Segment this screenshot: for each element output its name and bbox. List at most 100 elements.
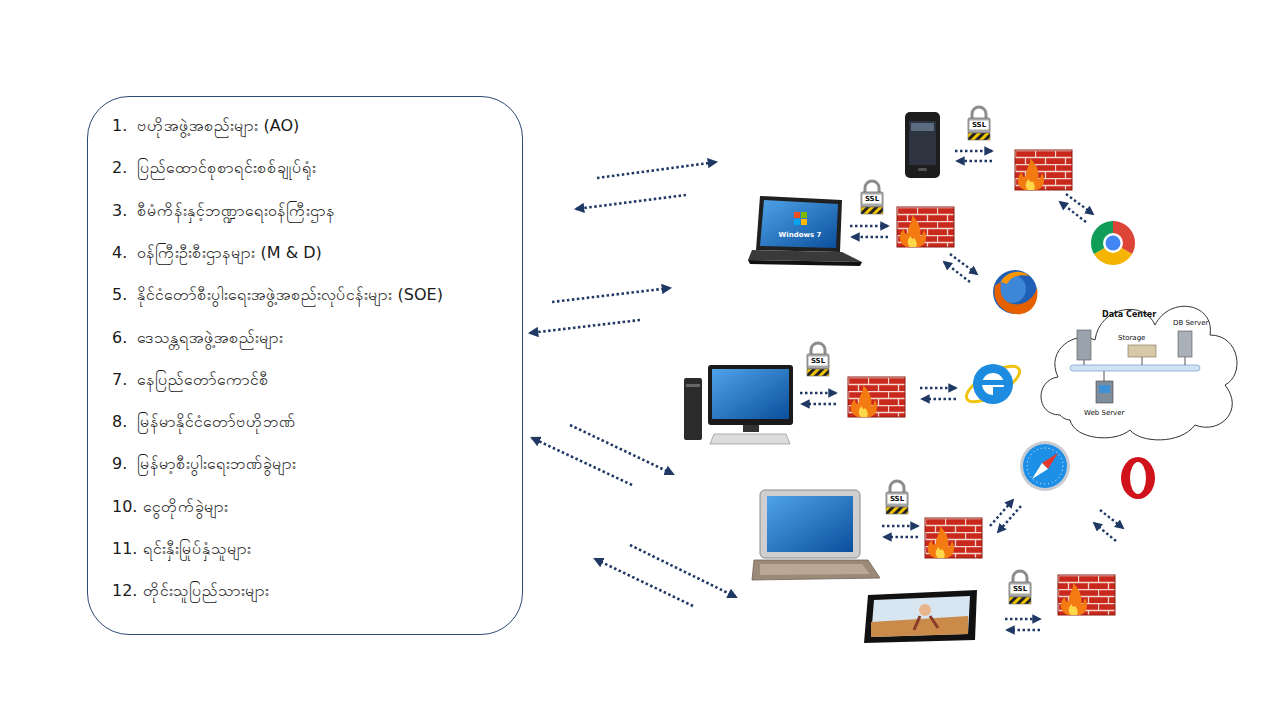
desktop-computer: [708, 365, 793, 425]
desktop-computer: [712, 369, 789, 419]
component-label: Web Server: [1084, 409, 1124, 419]
cloud-outline: [1142, 357, 1143, 365]
list-item: 11. ရင်းနှီးမြုပ်နှံသူများ: [112, 538, 251, 560]
flow-arrow: [530, 162, 736, 606]
flow-arrow: [570, 425, 673, 474]
surface-tablet: [914, 616, 938, 630]
link-arrow: [944, 262, 970, 282]
data-center-cloud: Data CenterStorageDB ServerWeb Server: [1030, 285, 1242, 443]
smartphone: [905, 112, 940, 178]
desktop-computer: [684, 365, 793, 444]
list-item: 10. ငွေတိုက်ခွဲများ: [112, 496, 228, 518]
opera-icon: [1121, 457, 1155, 499]
desktop-computer: [686, 384, 700, 387]
link-arrow: [1005, 618, 1040, 620]
firewall-icon: [925, 518, 982, 558]
link-arrow: [802, 403, 836, 405]
ssl-text: SSL: [811, 358, 825, 365]
opera-icon: [1121, 457, 1155, 499]
cloud-outline: [1077, 330, 1091, 360]
cloud-title: Data Center: [1102, 309, 1156, 320]
link-arrow: [1007, 629, 1040, 631]
list-item: 8. မြန်မာနိုင်ငံတော်ဗဟိုဘဏ်: [112, 411, 296, 433]
safari-icon: [1020, 441, 1070, 491]
firewall-icon: [1015, 150, 1072, 190]
link-arrow: [920, 387, 956, 389]
cloud-outline: [1084, 360, 1085, 365]
ssl-lock: [886, 481, 908, 514]
chrome-icon: [1103, 233, 1123, 253]
list-item: 7. နေပြည်တော်ကောင်စီ: [112, 369, 269, 391]
list-item: 3. စီမံကိန်းနှင့်ဘဏ္ဍာရေးဝန်ကြီးဌာန: [112, 200, 335, 222]
list-item: 1. ဗဟိုအဖွဲ့အစည်းများ (AO): [112, 115, 299, 137]
flow-arrow: [630, 545, 736, 597]
flow-arrow: [530, 320, 640, 333]
firewall-icon: [897, 207, 954, 247]
flow-arrow: [597, 162, 716, 178]
surface-tablet: [864, 590, 977, 643]
ssl-text: SSL: [865, 196, 879, 203]
laptop: [748, 250, 862, 262]
list-item: 12. တိုင်းသူပြည်သားများ: [112, 580, 269, 602]
link-arrow: [852, 236, 888, 238]
smartphone: [909, 121, 936, 165]
cloud-outline: [1070, 365, 1200, 371]
link-arrow: [850, 225, 888, 227]
firefox-icon: [994, 282, 1037, 314]
os-logo-text: Windows 7: [779, 232, 822, 239]
cloud-outline: [1178, 331, 1192, 357]
ssl-lock: [807, 343, 829, 376]
link-arrow: [882, 525, 918, 527]
ssl-text: SSL: [972, 122, 986, 129]
surface-tablet: [864, 590, 977, 643]
ssl-text: SSL: [890, 496, 904, 503]
cloud-outline: [1096, 381, 1113, 403]
flow-arrow: [552, 288, 670, 302]
link-arrow: [955, 150, 992, 152]
cloud-outline: [1128, 345, 1156, 357]
link-arrow: [1100, 510, 1123, 528]
smartphone: [918, 168, 927, 171]
surface-tablet: [919, 604, 931, 616]
tablet-laptop: [752, 490, 880, 580]
link-arrow: [1094, 523, 1116, 541]
link-arrow: [990, 500, 1013, 526]
cloud-outline: [1030, 285, 1242, 443]
link-arrow: [950, 254, 977, 274]
list-box: 1. ဗဟိုအဖွဲ့အစည်းများ (AO)2. ပြည်ထောင်စု…: [87, 96, 523, 635]
firefox-icon: [1001, 272, 1029, 284]
ssl-text: SSL: [1013, 586, 1027, 593]
ie-icon: [962, 359, 1025, 408]
safari-icon: [1023, 444, 1067, 488]
ie-icon: [962, 359, 1025, 408]
laptop: [756, 196, 842, 252]
ie-icon: [993, 387, 1007, 396]
laptop: [794, 219, 800, 225]
desktop-computer: [710, 434, 790, 444]
ssl-lock: [1009, 571, 1031, 604]
safari-icon: [1020, 441, 1070, 491]
laptop: [801, 212, 807, 218]
link-arrow: [957, 160, 992, 162]
safari-icon: [1027, 448, 1063, 484]
link-arrow: [922, 398, 956, 400]
laptop: [794, 212, 800, 218]
surface-tablet: [871, 596, 970, 637]
firewall-icon: [848, 377, 905, 417]
flow-arrow: [532, 438, 632, 485]
safari-icon: [1032, 463, 1048, 479]
ssl-lock: [968, 107, 990, 140]
list-item: 4. ဝန်ကြီးဦးစီးဌာနများ (M & D): [112, 242, 322, 264]
tablet-laptop: [760, 490, 860, 558]
smartphone: [905, 112, 940, 178]
ssl-lock: [861, 181, 883, 214]
link-arrow: [800, 392, 836, 394]
link-arrow: [1066, 194, 1093, 214]
ie-icon: [982, 380, 1004, 385]
cloud-outline: [1185, 357, 1186, 365]
tablet-laptop: [767, 496, 853, 552]
laptop: [748, 260, 862, 266]
link-arrow: [884, 536, 918, 538]
component-label: DB Server: [1173, 319, 1208, 329]
desktop-computer: [743, 425, 759, 432]
